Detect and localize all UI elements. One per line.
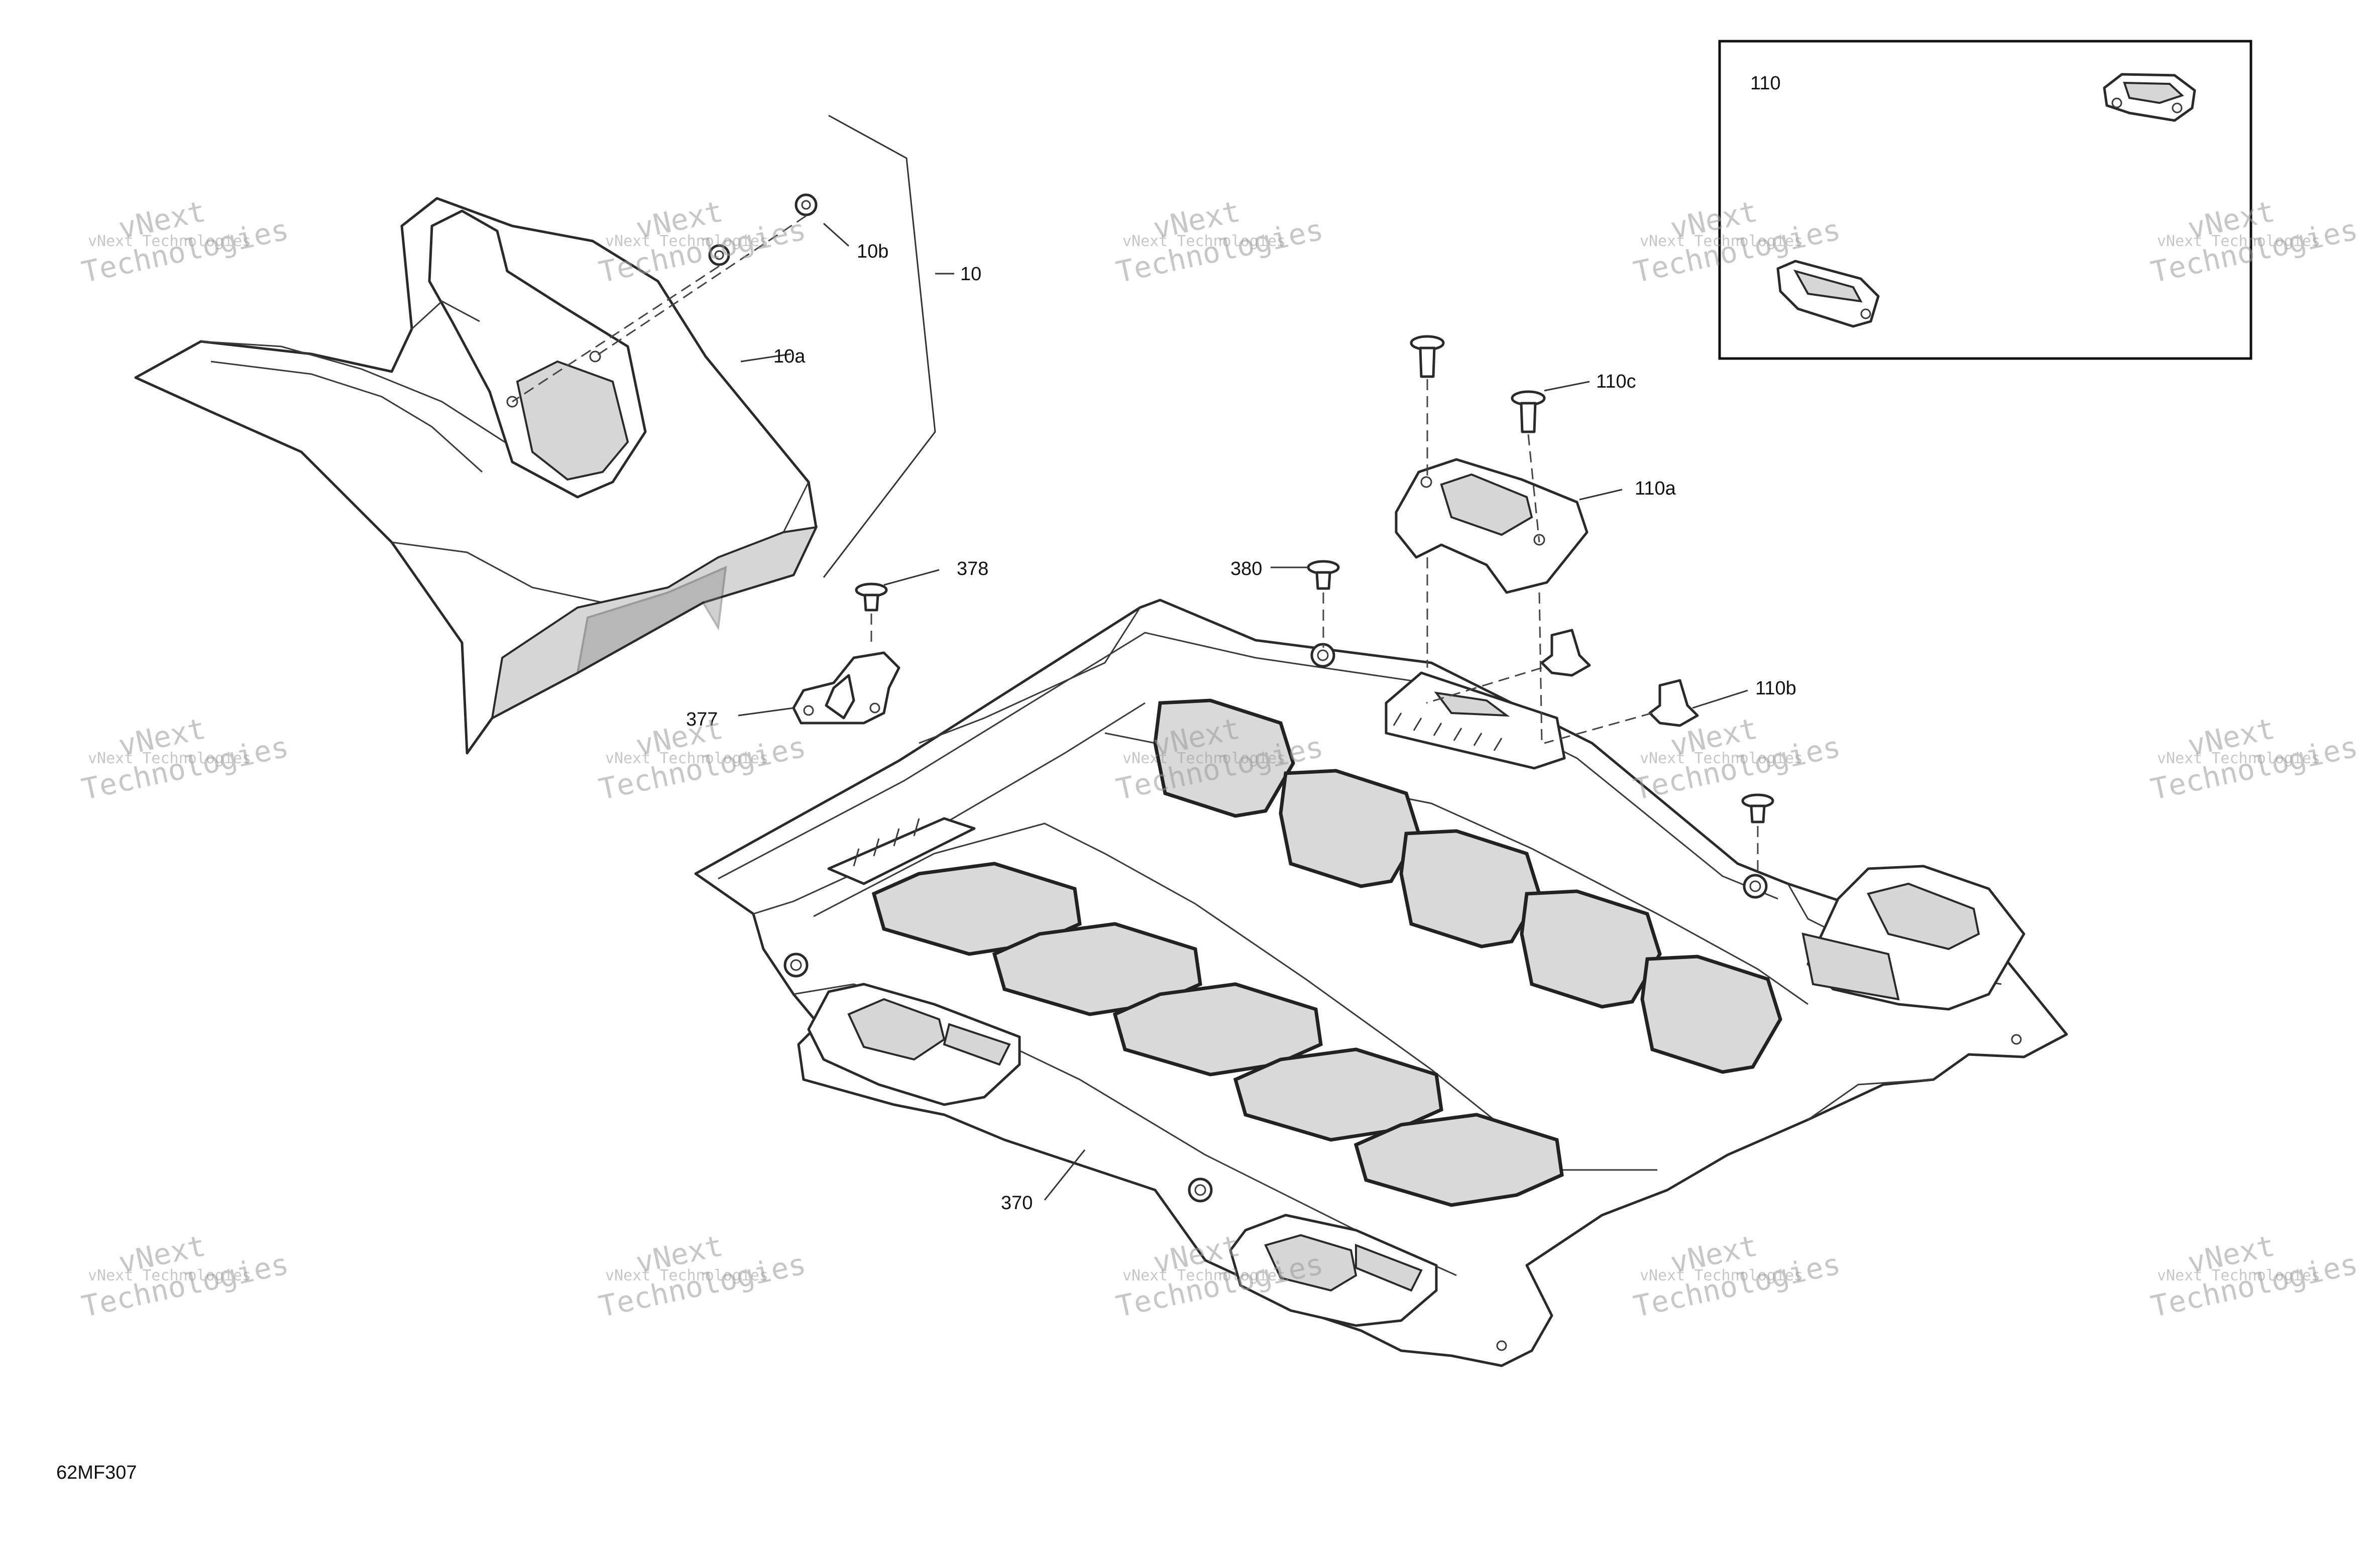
svg-text:vNext Technologies: vNext Technologies [2157,750,2320,767]
screw-110c-right [1511,390,1546,433]
callout-110c: 110c [1596,371,1636,392]
callout-10b: 10b [857,241,888,262]
screw-110c-left [1410,335,1445,378]
callout-370: 370 [1001,1193,1033,1214]
callout-380: 380 [1230,558,1262,579]
callout-10a: 10a [773,346,806,367]
svg-text:vNext Technologies: vNext Technologies [1640,232,1803,250]
bracket-10 [823,114,936,578]
svg-text:vNext Technologies: vNext Technologies [1122,232,1286,250]
handle-110a [1395,458,1589,594]
plate-window [871,862,1082,956]
svg-text:vNext Technologies: vNext Technologies [605,750,768,767]
watermark-r1c1: vNext Technologies vNext Technologies [79,194,292,289]
plate-window [1279,769,1421,888]
svg-text:vNext Technologies: vNext Technologies [88,750,251,767]
svg-text:vNext Technologies: vNext Technologies [2157,232,2320,250]
callout-110: 110 [1750,73,1781,94]
plate-window [1153,698,1295,818]
watermark-r3c4: vNext Technologies vNext Technologies [1631,1228,1844,1324]
svg-text:vNext Technologies: vNext Technologies [1122,750,1286,767]
callout-110b: 110b [1755,678,1796,699]
nut-10b-upper [795,193,818,216]
handle-front-left [807,983,1021,1106]
watermark-r1c3: vNext Technologies vNext Technologies [1113,194,1326,289]
watermark-r2c5: vNext Technologies vNext Technologies [2148,711,2361,806]
svg-text:vNext Technologies: vNext Technologies [1640,750,1803,767]
inset-handle-bottom [1776,260,1880,328]
svg-text:vNext Technologies: vNext Technologies [1122,1267,1286,1284]
screw-right [1741,793,1774,823]
svg-text:vNext Technologies: vNext Technologies [605,232,768,250]
callout-10: 10 [960,264,981,285]
handle-front-center [1229,1214,1438,1327]
tray-cover-10a [134,197,818,755]
inset-handle-top [2103,73,2196,122]
svg-text:vNext Technologies: vNext Technologies [88,232,251,250]
watermark-r3c5: vNext Technologies vNext Technologies [2148,1228,2361,1324]
callout-377: 377 [686,709,718,730]
svg-text:vNext Technologies: vNext Technologies [2157,1267,2320,1284]
diagram-id: 62MF307 [56,1462,137,1483]
handle-rear-right [1801,865,2025,1011]
watermark-r2c1: vNext Technologies vNext Technologies [79,711,292,806]
plate-window [1112,982,1323,1077]
screw-380 [1307,560,1340,590]
nut-110b-left [1540,629,1591,677]
skid-plate-370 [694,599,2068,1367]
plate-window [1399,829,1541,948]
screw-378 [855,582,888,612]
plate-window [1233,1047,1443,1142]
callout-110a: 110a [1635,478,1676,499]
callout-378: 378 [957,558,988,579]
svg-text:vNext Technologies: vNext Technologies [88,1267,251,1284]
svg-text:vNext Technologies: vNext Technologies [1640,1267,1803,1284]
watermark-r3c2: vNext Technologies vNext Technologies [596,1228,809,1324]
watermark-r1c2: vNext Technologies vNext Technologies [596,194,809,289]
plate-window [1353,1113,1564,1207]
nut-10b-lower [708,244,730,266]
watermark-r3c1: vNext Technologies vNext Technologies [79,1228,292,1324]
fasteners-10b [512,193,818,403]
clamp-377 [792,651,900,725]
plate-window [1640,955,1782,1074]
inset-box-110 [1718,40,2252,360]
plate-window [992,922,1202,1016]
nut-110b-right [1648,679,1699,727]
plate-window [1520,889,1662,1009]
svg-text:vNext Technologies: vNext Technologies [605,1267,768,1284]
